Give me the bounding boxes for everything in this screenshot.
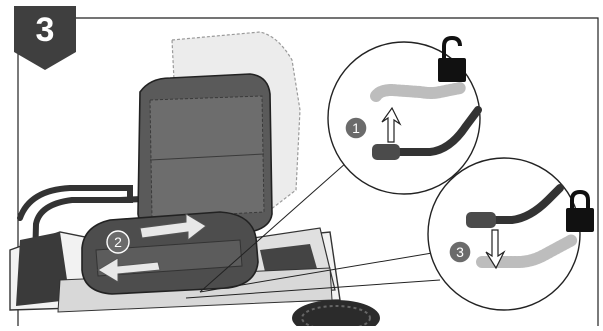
step-number: 3 xyxy=(14,10,76,50)
callout-3-label: 3 xyxy=(456,244,464,260)
locked-padlock-icon xyxy=(566,192,594,232)
callout-1-label: 1 xyxy=(352,120,360,136)
lever-grip xyxy=(372,144,400,160)
callout-2-label: 2 xyxy=(114,234,122,250)
lever-raised-ghost xyxy=(376,88,460,96)
unlocked-padlock-icon xyxy=(438,38,466,82)
detail-circle-lock xyxy=(428,158,580,310)
lever-grip-upper xyxy=(466,212,496,228)
